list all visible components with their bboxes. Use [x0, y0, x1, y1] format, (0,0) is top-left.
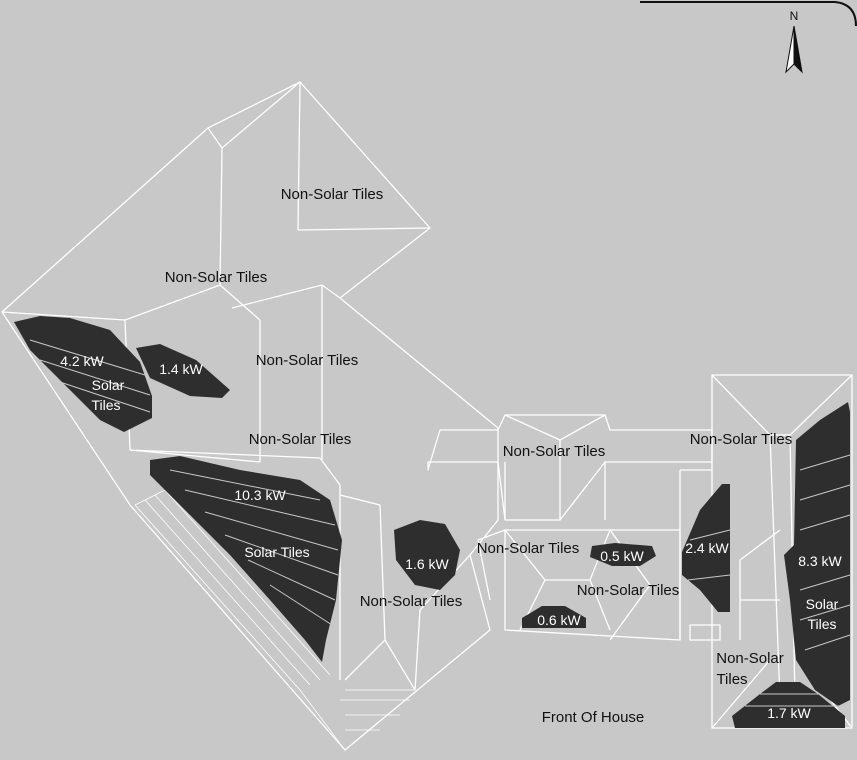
- array-power-label: 1.7 kW: [767, 705, 811, 721]
- array-power-label: 10.3 kW: [234, 487, 286, 503]
- non-solar-label: Non-Solar Tiles: [165, 269, 268, 286]
- roof-outline: [1, 81, 853, 751]
- non-solar-label: Non-Solar: [716, 650, 784, 667]
- non-solar-label: Non-Solar Tiles: [281, 186, 384, 203]
- array-8-3kw: [784, 402, 850, 706]
- array-power-label: 8.3 kW: [798, 553, 842, 569]
- array-caption-label: Tiles: [807, 616, 836, 632]
- array-2-4kw: [682, 484, 730, 612]
- array-caption-label: Solar Tiles: [244, 544, 309, 560]
- array-1-6kw: [394, 520, 460, 590]
- panel-seams: [29, 339, 851, 707]
- array-0-5kw: [590, 543, 656, 566]
- array-power-label: 1.6 kW: [405, 556, 449, 572]
- non-solar-label: Non-Solar Tiles: [477, 540, 580, 557]
- non-solar-label: Tiles: [716, 671, 747, 688]
- frame-corner: [640, 1, 857, 27]
- front-of-house-label: Front Of House: [542, 709, 645, 726]
- north-arrow-icon: N: [785, 9, 803, 74]
- array-power-label: 4.2 kW: [60, 353, 104, 369]
- array-power-label: 2.4 kW: [685, 540, 729, 556]
- non-solar-label: Non-Solar Tiles: [360, 593, 463, 610]
- array-0-6kw: [522, 606, 586, 628]
- array-power-label: 0.5 kW: [600, 548, 644, 564]
- array-caption-label: Solar: [806, 596, 839, 612]
- non-solar-label: Non-Solar Tiles: [256, 352, 359, 369]
- non-solar-label: Non-Solar Tiles: [249, 431, 352, 448]
- non-solar-labels: Non-Solar Tiles Non-Solar Tiles Non-Sola…: [165, 186, 793, 688]
- array-caption-label: Tiles: [91, 397, 120, 413]
- non-solar-label: Non-Solar Tiles: [577, 582, 680, 599]
- array-caption-label: Solar: [92, 377, 125, 393]
- non-solar-label: Non-Solar Tiles: [690, 431, 793, 448]
- solar-labels: 4.2 kW Solar Tiles 1.4 kW 10.3 kW Solar …: [60, 353, 842, 721]
- array-power-label: 0.6 kW: [537, 612, 581, 628]
- compass-north-label: N: [790, 9, 799, 23]
- array-power-label: 1.4 kW: [159, 361, 203, 377]
- array-1-4kw: [136, 344, 230, 398]
- non-solar-label: Non-Solar Tiles: [503, 443, 606, 460]
- array-10-3kw: [150, 456, 342, 662]
- solar-arrays: [14, 316, 851, 728]
